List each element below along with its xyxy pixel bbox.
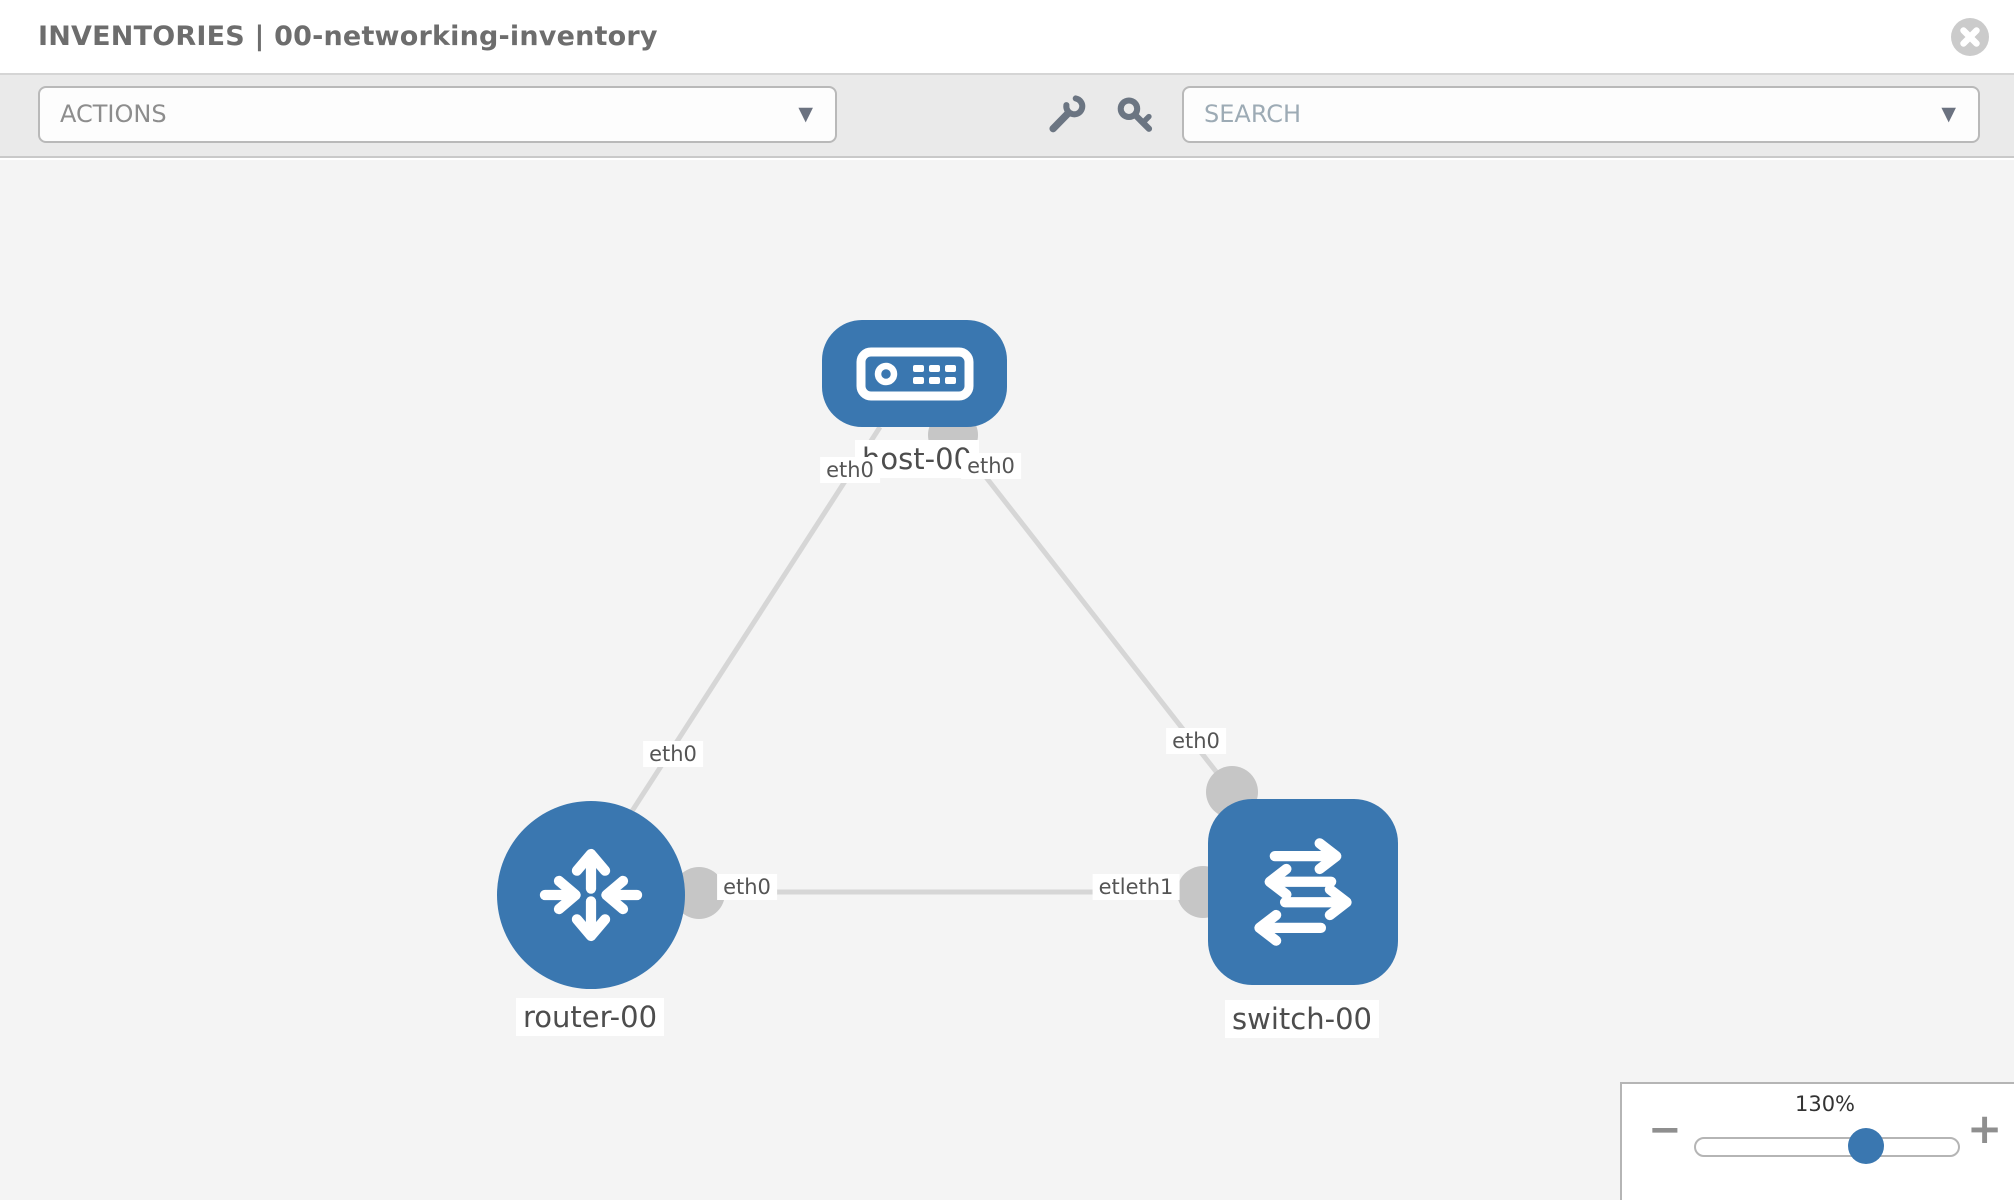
- node-label-router: router-00: [515, 998, 665, 1036]
- node-label-switch: switch-00: [1225, 1000, 1379, 1038]
- actions-dropdown[interactable]: ACTIONS ▼: [38, 86, 837, 143]
- wrench-icon[interactable]: [1044, 93, 1090, 139]
- topology-canvas[interactable]: host-00 router-00 switch-00 eth0 eth0 et…: [0, 160, 2014, 1200]
- search-placeholder: SEARCH: [1204, 100, 1302, 128]
- links-layer: [622, 410, 1258, 919]
- zoom-level-value: 130%: [1794, 1092, 1856, 1116]
- header: INVENTORIES | 00-networking-inventory: [0, 0, 2014, 75]
- interface-label: eth0: [961, 453, 1021, 479]
- interface-label: eth0: [643, 741, 703, 767]
- actions-dropdown-label: ACTIONS: [60, 100, 167, 128]
- page-title: INVENTORIES | 00-networking-inventory: [38, 21, 658, 52]
- zoom-in-button[interactable]: +: [1967, 1104, 2003, 1153]
- interface-label: eth0: [820, 457, 880, 483]
- chevron-down-icon: ▼: [1941, 103, 1956, 125]
- host-icon: [856, 347, 973, 400]
- interface-label: etleth1: [1092, 874, 1180, 900]
- node-router[interactable]: [497, 801, 685, 989]
- close-icon[interactable]: [1950, 17, 1990, 57]
- node-host[interactable]: [822, 320, 1007, 427]
- interface-label: eth0: [1166, 728, 1226, 754]
- port-router-eth0: [673, 867, 725, 919]
- zoom-slider-thumb[interactable]: [1848, 1128, 1884, 1164]
- search-dropdown[interactable]: SEARCH ▼: [1182, 86, 1980, 143]
- zoom-out-button[interactable]: −: [1648, 1107, 1682, 1153]
- key-icon[interactable]: [1112, 93, 1158, 139]
- chevron-down-icon: ▼: [798, 103, 813, 125]
- zoom-slider-track[interactable]: [1694, 1137, 1960, 1157]
- switch-icon: [1254, 838, 1352, 946]
- interface-label: eth0: [717, 874, 777, 900]
- zoom-control-panel: 130% − +: [1620, 1082, 2014, 1200]
- toolbar: ACTIONS ▼ SEARCH ▼: [0, 75, 2014, 158]
- node-switch[interactable]: [1208, 799, 1398, 985]
- router-icon: [539, 848, 643, 942]
